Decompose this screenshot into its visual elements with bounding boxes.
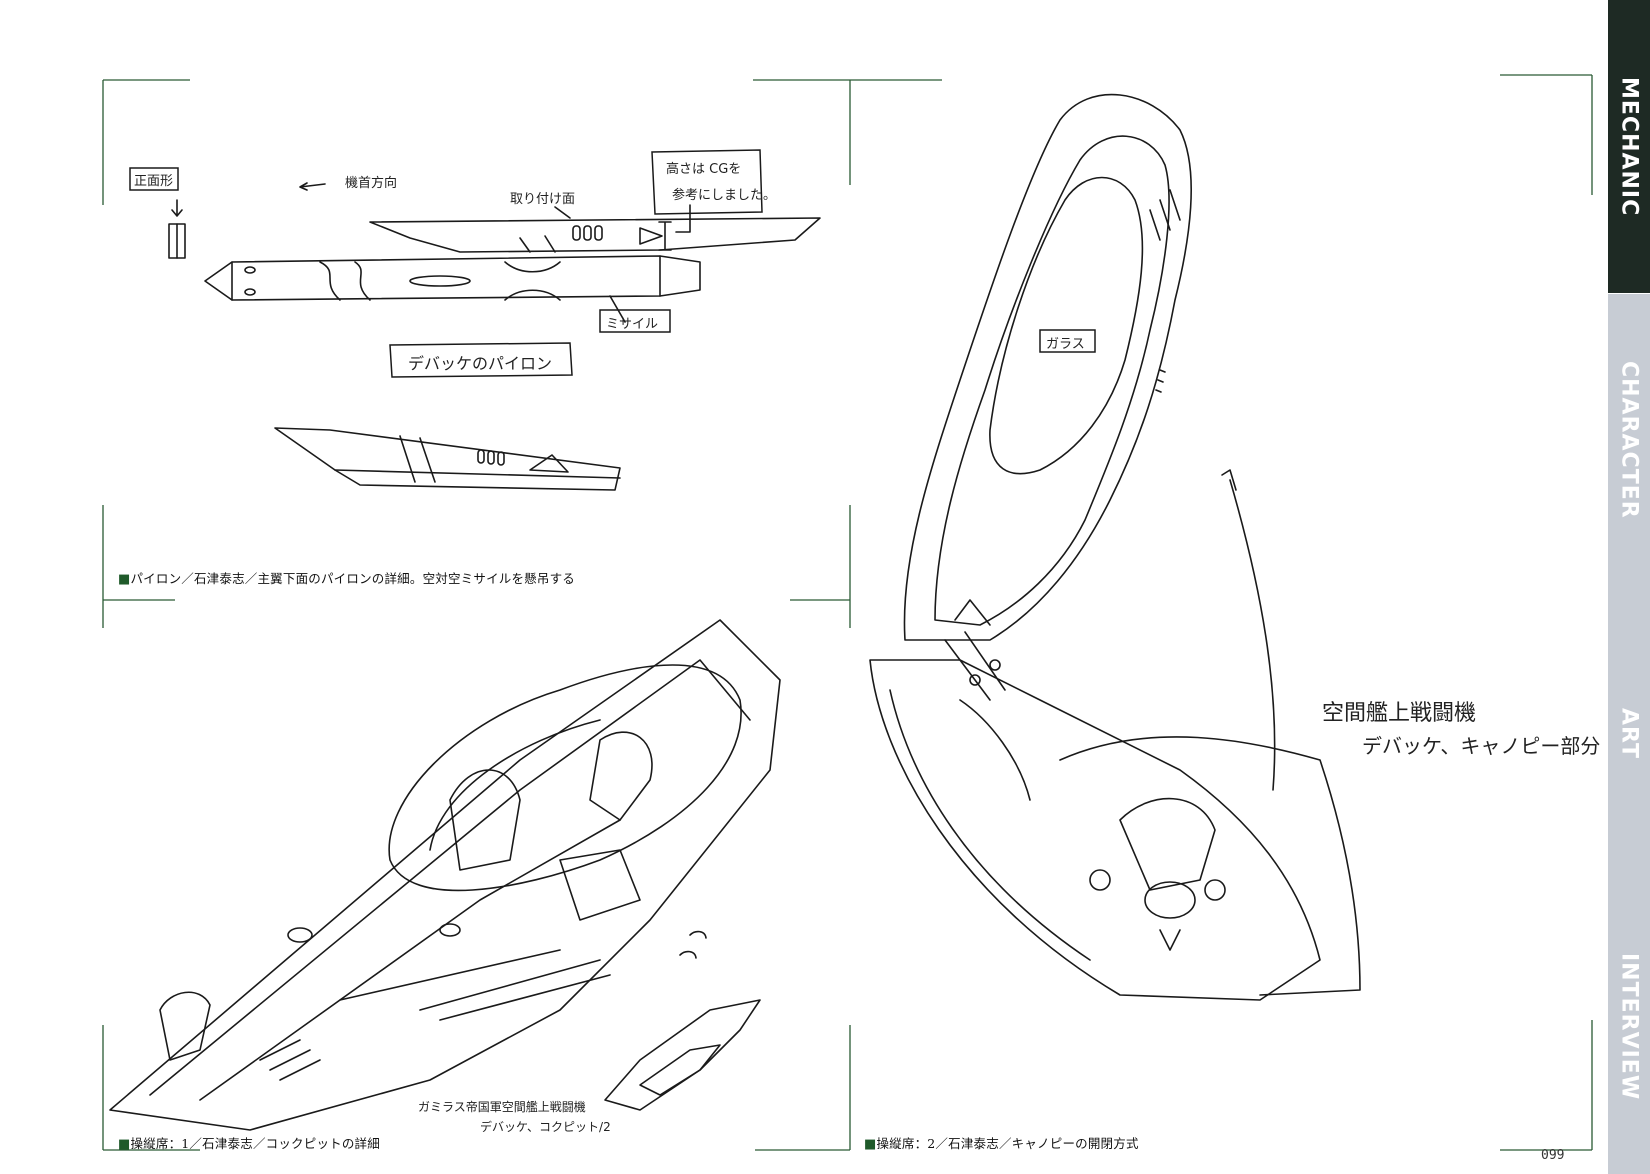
- tab-character[interactable]: CHARACTER: [1608, 293, 1650, 586]
- tab-mechanic-label: MECHANIC: [1616, 76, 1642, 217]
- page-number: 099: [1541, 1148, 1565, 1163]
- glass-label: ガラス: [1046, 337, 1085, 352]
- cockpit2-caption-text: 操縦席：2／石津泰志／キャノピーの開閉方式: [876, 1136, 1139, 1151]
- tab-character-label: CHARACTER: [1616, 360, 1642, 519]
- canopy-drawing: [869, 93, 1361, 1001]
- pylon-caption-text: パイロン／石津泰志／主翼下面のパイロンの詳細。空対空ミサイルを懸吊する: [130, 571, 575, 586]
- pylon-drawing: [168, 182, 821, 491]
- tab-art-label: ART: [1616, 707, 1642, 759]
- cg-note-line2: 参考にしました。: [672, 188, 777, 203]
- tab-interview-label: INTERVIEW: [1616, 953, 1642, 1101]
- cockpit1-caption: ■操縦席：1／石津泰志／コックピットの詳細: [118, 1133, 380, 1152]
- crop-marks: [102, 74, 1593, 1151]
- caption-marker: ■: [864, 1137, 877, 1152]
- caption-marker: ■: [118, 1137, 131, 1152]
- missile-label: ミサイル: [606, 317, 659, 332]
- caption-marker: ■: [118, 572, 131, 587]
- tab-mechanic[interactable]: MECHANIC: [1608, 0, 1650, 293]
- cockpit2-caption: ■操縦席：2／石津泰志／キャノピーの開閉方式: [864, 1133, 1139, 1152]
- tab-interview[interactable]: INTERVIEW: [1608, 880, 1650, 1174]
- nose-direction-label: 機首方向: [345, 176, 398, 191]
- pylon-caption: ■パイロン／石津泰志／主翼下面のパイロンの詳細。空対空ミサイルを懸吊する: [118, 568, 575, 587]
- tab-art[interactable]: ART: [1608, 586, 1650, 880]
- canopy-note-line2: デバッケ、キャノピー部分: [1362, 734, 1601, 758]
- cg-note-line1: 高さは CGを: [666, 162, 742, 177]
- section-tabs: MECHANIC CHARACTER ART INTERVIEW: [1608, 0, 1650, 1174]
- front-view-label: 正面形: [134, 174, 174, 189]
- mount-face-label: 取り付け面: [510, 192, 576, 207]
- cockpit-note-line1: ガミラス帝国軍空間艦上戦闘機: [418, 1100, 586, 1114]
- label-frames: [129, 149, 1096, 378]
- cockpit-note-line2: デバッケ、コクピット/2: [480, 1120, 611, 1134]
- pylon-title: デバッケのパイロン: [408, 354, 553, 373]
- canopy-note-line1: 空間艦上戦闘機: [1322, 701, 1477, 726]
- cockpit-drawing: [109, 619, 781, 1131]
- cockpit1-caption-text: 操縦席：1／石津泰志／コックピットの詳細: [130, 1136, 380, 1151]
